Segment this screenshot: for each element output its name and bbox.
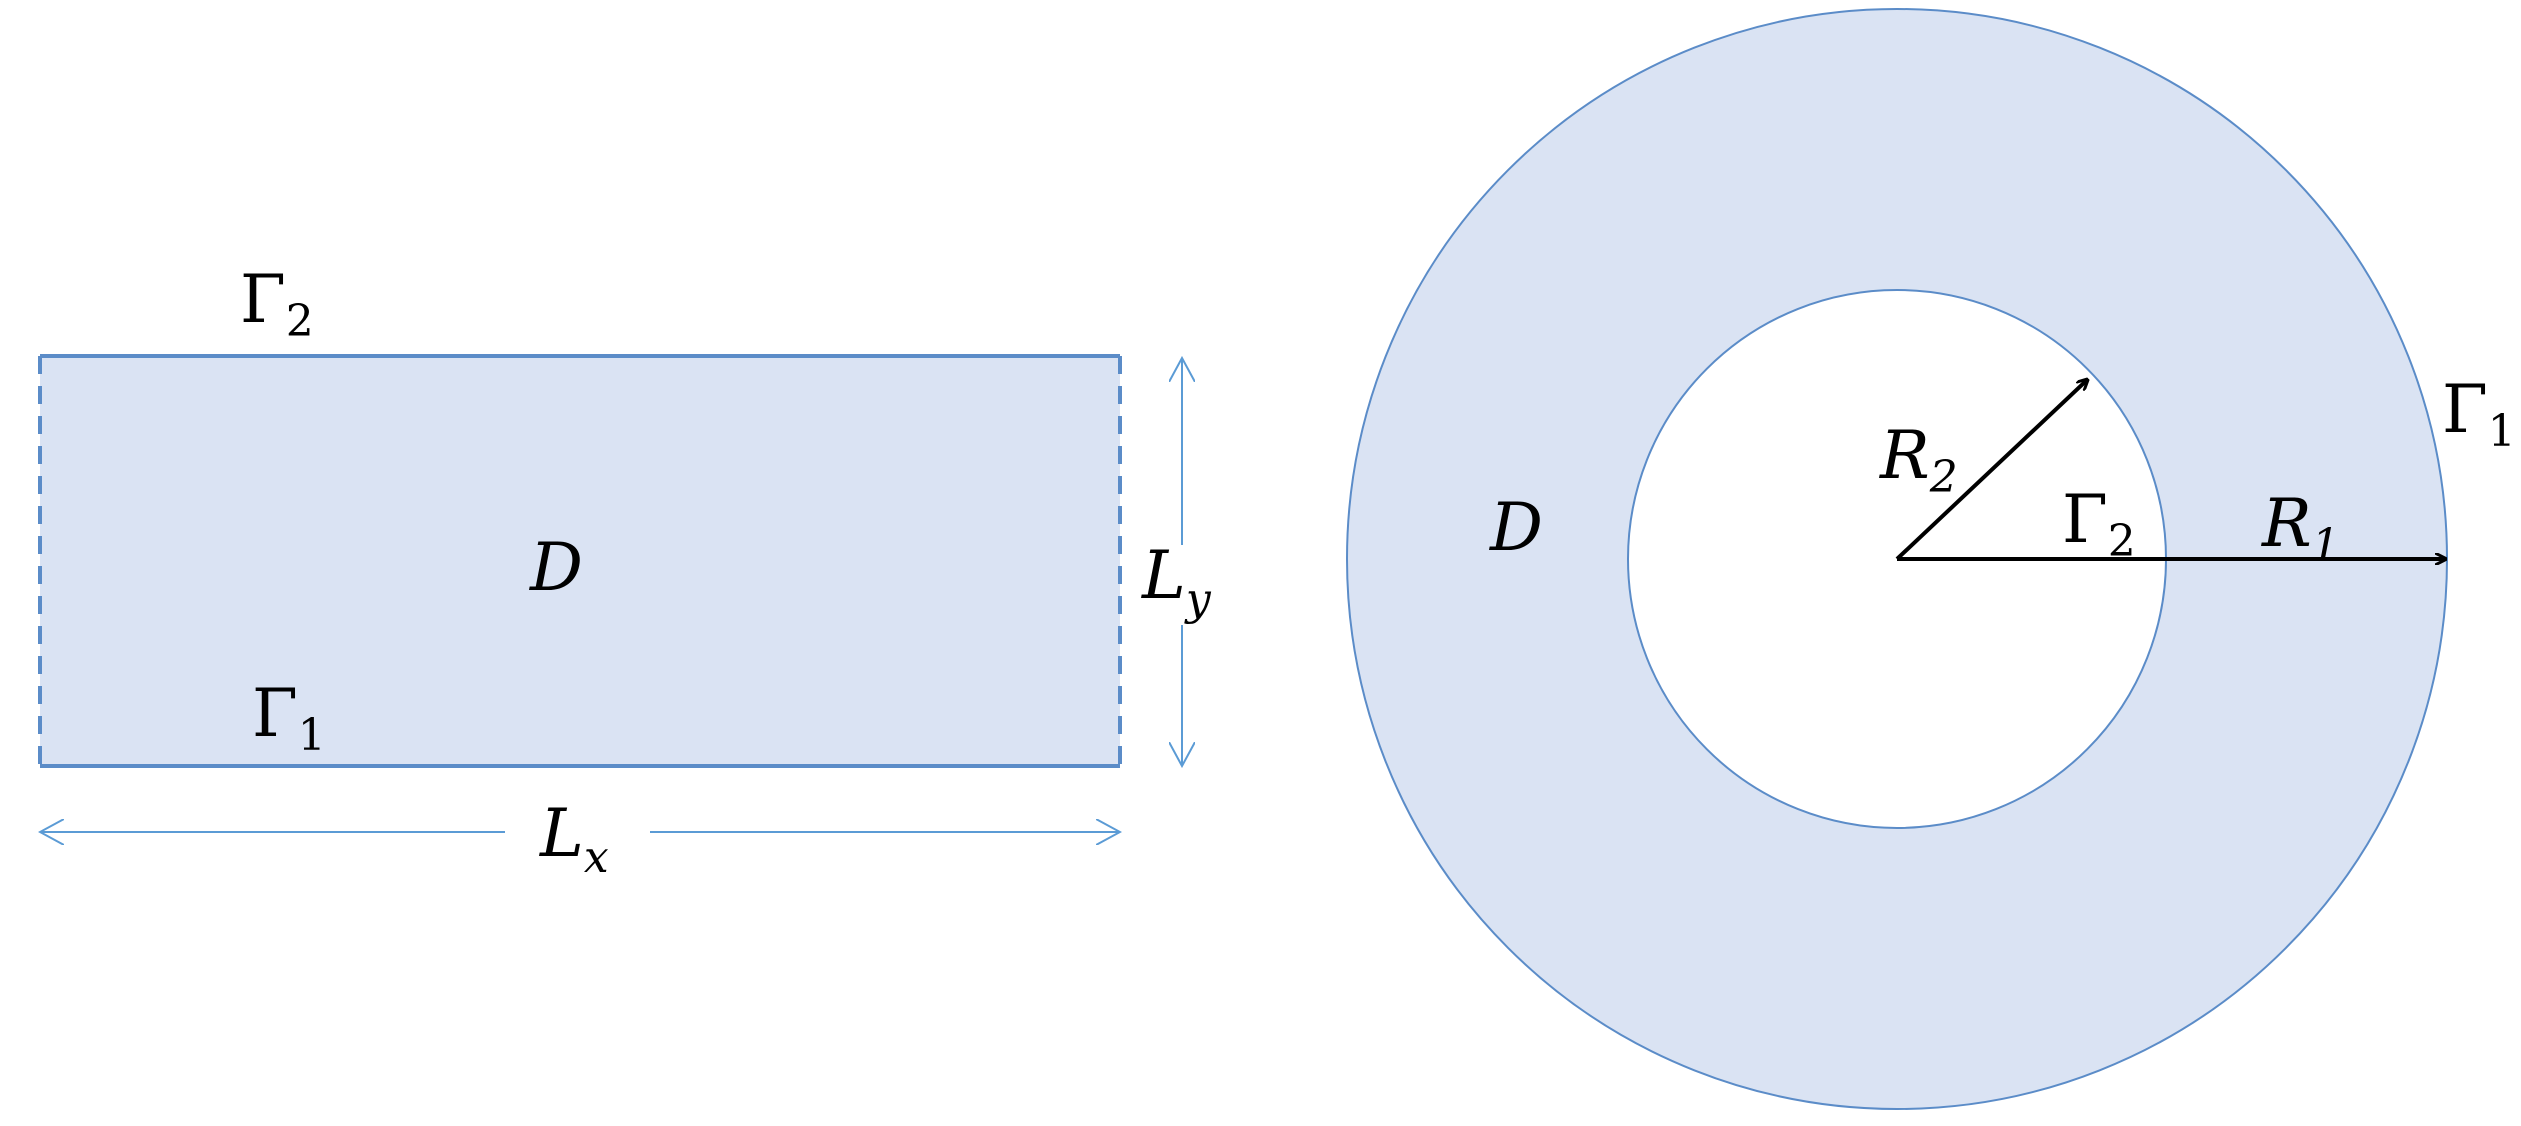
annulus-domain-label: D: [1489, 489, 1543, 566]
inner-radius-arrow: [1895, 380, 2087, 561]
inner-boundary-label: Γ2: [2062, 481, 2136, 567]
rect-top-boundary-label: Γ2: [240, 261, 314, 347]
outer-radius-label: R1: [2261, 485, 2340, 571]
rect-domain-label: D: [529, 529, 583, 606]
rect-bottom-boundary-label: Γ1: [252, 675, 326, 761]
width-label: Lx: [539, 795, 609, 883]
annulus-panel: D R2 Γ2 R1 Γ1: [1346, 8, 2516, 1110]
inner-radius-label: R2: [1879, 417, 1958, 503]
outer-boundary-label: Γ1: [2442, 371, 2516, 457]
height-label: Ly: [1141, 537, 1212, 625]
rectangle-domain-region: [40, 356, 1120, 766]
rectangle-panel: Γ2 Γ1 D Ly Lx: [38, 261, 1212, 883]
